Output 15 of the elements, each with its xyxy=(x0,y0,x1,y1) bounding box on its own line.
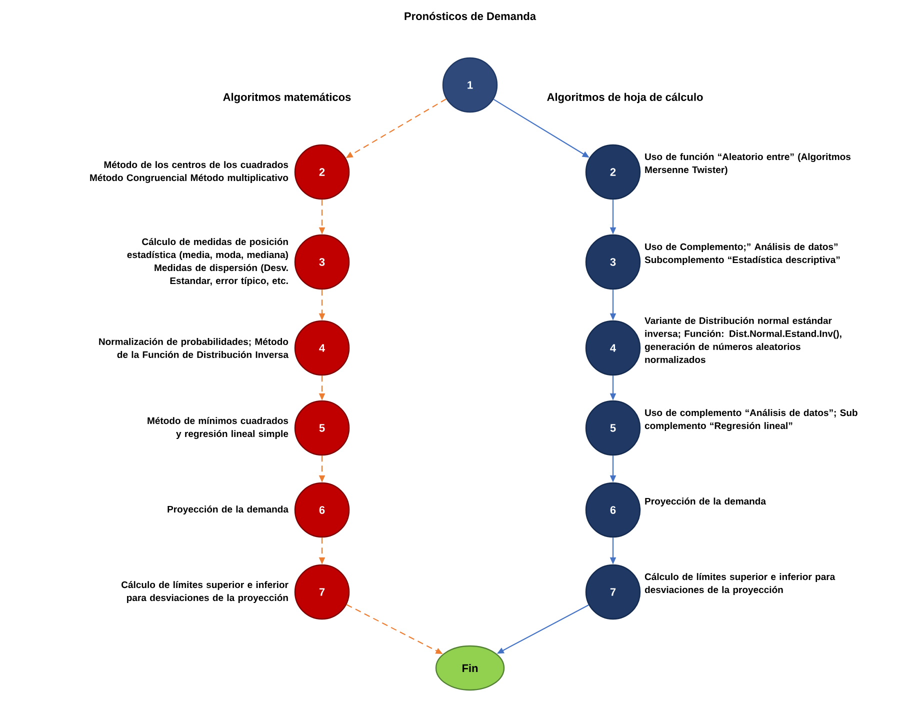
step-description: Uso de Complemento;” Análisis de datos” Subcomplemento “Estadística descriptiva” xyxy=(644,243,840,265)
step-description: Variante de Distribución normal estándar inversa; Función: Dist.Normal.Estand.Inv(), generación de números aleatorios normalizados xyxy=(644,316,842,364)
step-description: Método de los centros de los cuadrados Método Congruencial Método multiplicativo xyxy=(90,161,288,183)
step-description: Cálculo de medidas de posición estadística (media, moda, mediana) Medidas de dispersión (Desv. Estandar, error típico, etc. xyxy=(127,238,288,286)
step-description: Método de mínimos cuadrados y regresión lineal simple xyxy=(148,417,288,439)
column-heading: Algoritmos de hoja de cálculo xyxy=(547,92,703,104)
column-heading: Algoritmos matemáticos xyxy=(223,92,351,104)
step-description: Proyección de la demanda xyxy=(645,498,766,506)
step-description: Cálculo de límites superior e inferior para desviaciones de la proyección xyxy=(122,581,288,603)
step-description: Uso de complemento “Análisis de datos”; Sub complemento “Regresión lineal” xyxy=(644,409,858,431)
title: Pronósticos de Demanda xyxy=(404,12,536,20)
step-description: Uso de función “Aleatorio entre” (Algoritmos Mersenne Twister) xyxy=(645,153,851,175)
step-description: Normalización de probabilidades; Método de la Función de Distribución Inversa xyxy=(99,338,289,358)
step-description: Proyección de la demanda xyxy=(168,506,289,514)
step-description: Cálculo de límites superior e inferior para desviaciones de la proyección xyxy=(644,573,836,595)
